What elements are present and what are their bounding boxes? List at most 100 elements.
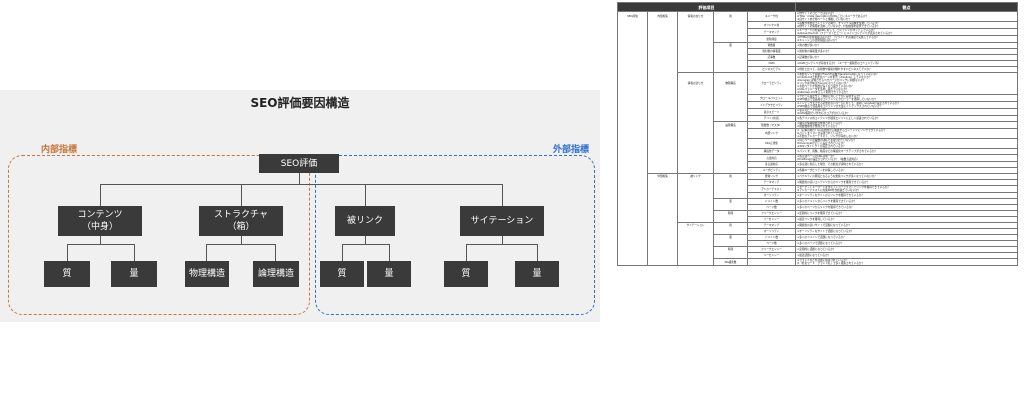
viewpoint-cell: ①クロール量がサイト規模に対して十分に存在するか？ ②SEO観点で低品質なコンテ…	[795, 94, 1019, 102]
category-cell	[617, 35, 648, 43]
category-cell	[617, 138, 648, 149]
category-cell: クロールバジェット	[746, 94, 797, 102]
leaf-node: 質	[44, 261, 90, 287]
connector	[502, 236, 503, 244]
category-cell	[617, 185, 648, 193]
connector	[241, 236, 242, 244]
category-cell	[647, 121, 678, 129]
connector	[342, 244, 343, 261]
category-cell	[617, 21, 648, 29]
category-cell: 質	[713, 11, 748, 22]
connector	[389, 244, 390, 261]
category-cell: 物理構造	[713, 72, 748, 95]
connector	[206, 244, 207, 261]
category-cell	[617, 128, 648, 139]
category-cell: インデクサビリティ	[746, 101, 797, 109]
connector	[206, 244, 276, 245]
external-group-label: 外部指標	[550, 142, 593, 155]
viewpoint-cell: ①種々の情報階層が整理されているか？ ②階層数順位が整理されているか？	[795, 121, 1019, 129]
category-cell	[647, 28, 678, 36]
viewpoint-cell: ①重要なリンク導線がFlashや画像やJavaScript等になっていないか？ …	[795, 72, 1019, 95]
category-cell: 情報の送り方	[677, 72, 714, 95]
category-cell	[677, 28, 714, 36]
category-cell: URL正規化	[746, 138, 797, 149]
category-cell	[677, 138, 714, 149]
leaf-node: 量	[515, 261, 559, 287]
leaf-node: 質	[320, 261, 364, 287]
connector	[134, 244, 135, 261]
external-group-box	[315, 155, 595, 315]
category-cell	[677, 101, 714, 109]
connector	[241, 184, 242, 206]
internal-group-box	[8, 155, 310, 315]
viewpoint-cell: ①（記事の場合）body内部から関連するコンテンツにリンクできているか？ ②パン…	[795, 128, 1019, 139]
structure-node: ストラクチャ （箱）	[199, 206, 283, 236]
content-node: コンテンツ （中身）	[58, 206, 142, 236]
category-cell	[647, 108, 678, 116]
viewpoint-cell: ①表示スピードが早いか？ ②CWV指標でいずれもスコアが出ているか？	[795, 108, 1019, 116]
category-cell	[713, 35, 748, 43]
category-cell	[647, 128, 678, 139]
root-node: SEO評価	[259, 154, 339, 173]
table-row: 論理構造階層数（マスタ）①種々の情報階層が整理されているか？ ②階層数順位が整理…	[617, 121, 1019, 129]
connector	[100, 236, 101, 244]
category-cell	[647, 185, 678, 193]
category-cell	[647, 258, 678, 266]
category-cell	[677, 21, 714, 29]
category-cell	[647, 94, 678, 102]
category-cell	[713, 128, 748, 139]
category-cell: アンカーテキスト	[746, 185, 797, 193]
connector	[365, 236, 366, 244]
category-cell	[713, 28, 748, 36]
category-cell	[677, 154, 714, 162]
category-cell	[677, 94, 714, 102]
connector	[537, 244, 538, 261]
category-cell: ユニーク性	[746, 11, 797, 22]
category-cell: 情報の在り方	[677, 11, 714, 22]
category-cell	[713, 154, 748, 162]
category-cell: クローラビリティ	[746, 72, 797, 95]
category-cell	[647, 138, 678, 149]
category-cell	[677, 128, 714, 139]
connector	[502, 184, 503, 206]
leaf-node: 量	[367, 261, 411, 287]
category-cell	[617, 28, 648, 36]
category-cell	[713, 101, 748, 109]
viewpoint-cell: ①HTMLの更新頻度は高いか？（リライトを高頻度で実施しているか） ②キャッシュ…	[795, 35, 1019, 43]
category-cell: テーママッチ	[746, 28, 797, 36]
category-cell: 内部リンク	[746, 128, 797, 139]
viewpoint-cell: ①画像が重要なコンテンツの場合、オリジナル画像を使用しているか？ ②他サイトの情…	[795, 21, 1019, 29]
viewpoint-cell: ①インデックスさせる必要のないページに対して、適切にnoindexが設定されてい…	[795, 101, 1019, 109]
category-cell	[647, 154, 678, 162]
viewpoint-cell: ①各言語ページのURLは単一か？ ②hreflangの設定がされているか？（複数…	[795, 154, 1019, 162]
category-cell: 内部施策	[647, 11, 678, 22]
viewpoint-cell: ①キーワードの対策KWに対して、コンテンツがマッチしているか？ ②Above t…	[795, 28, 1019, 36]
category-cell: 更新頻度	[746, 35, 797, 43]
category-cell	[647, 35, 678, 43]
seo-structure-diagram: SEO評価要因構造 内部指標 外部指標 SEO評価 コンテンツ （中身） ストラ…	[0, 90, 600, 322]
connector	[100, 184, 101, 206]
category-cell	[647, 21, 678, 29]
category-cell: NG検索数	[713, 258, 748, 266]
connector	[466, 244, 538, 245]
viewpoint-cell: ①他サイトのコピーではないか？ ②Title・meta descriptionが…	[795, 11, 1019, 22]
category-cell	[677, 185, 714, 193]
category-cell	[713, 21, 748, 29]
connector	[67, 244, 135, 245]
category-cell	[713, 138, 748, 149]
connector	[466, 244, 467, 261]
category-cell: 階層数（マスタ）	[746, 121, 797, 129]
category-cell	[746, 258, 797, 266]
category-cell	[713, 108, 748, 116]
leaf-node: 質	[444, 261, 488, 287]
